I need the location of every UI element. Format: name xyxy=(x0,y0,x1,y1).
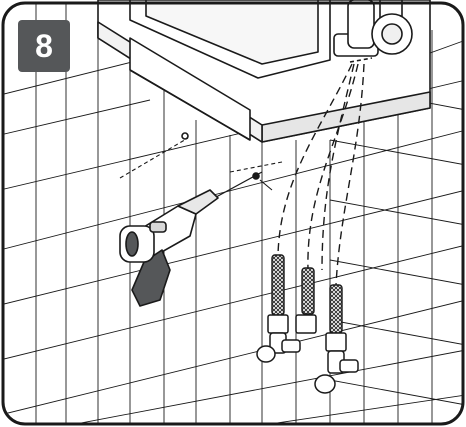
angle-valves xyxy=(256,314,359,394)
faucet xyxy=(333,0,413,63)
step-number-badge: 8 xyxy=(18,20,70,72)
drill xyxy=(119,132,283,307)
supply-hoses xyxy=(277,63,365,286)
